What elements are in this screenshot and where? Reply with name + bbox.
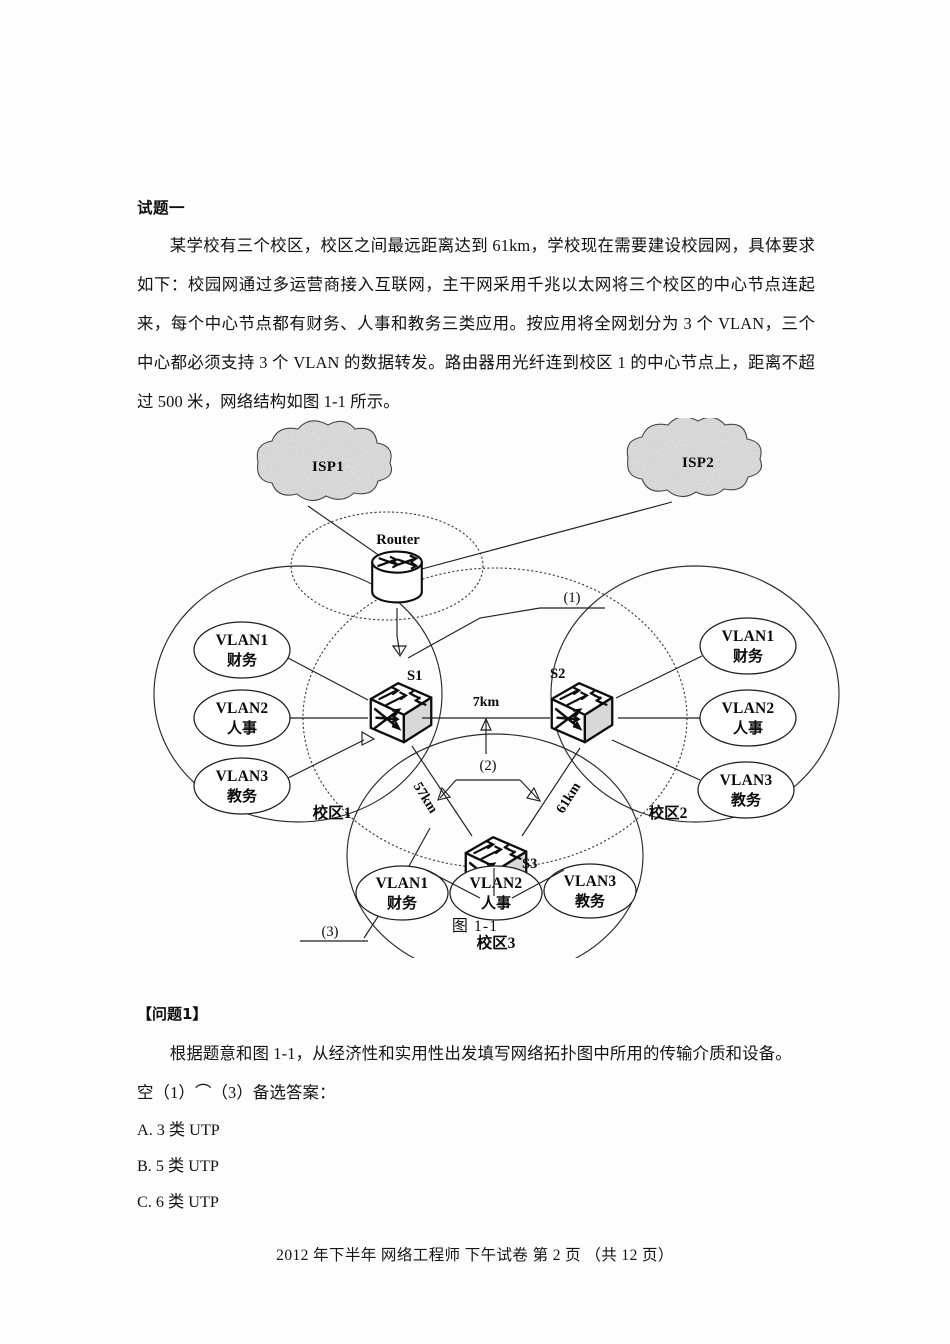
cloud-isp1 bbox=[256, 420, 393, 502]
cloud-isp2 bbox=[626, 418, 763, 498]
vlan-name: VLAN1 bbox=[376, 875, 429, 892]
campus-2-vlan-2: VLAN2 人事 bbox=[699, 689, 797, 747]
campus-3-vlan-2: VLAN2 人事 bbox=[449, 865, 543, 921]
vlan-dept: 财务 bbox=[387, 894, 418, 912]
vlan-dept: 教务 bbox=[730, 791, 762, 809]
router-label: Router bbox=[376, 532, 420, 548]
cloud-isp2-label: ISP2 bbox=[682, 455, 714, 471]
blank-1-label: (1) bbox=[564, 590, 581, 606]
campus-2-boundary bbox=[550, 565, 840, 823]
problem-1-block: 【问题1】 根据题意和图 1-1，从经济性和实用性出发填写网络拓扑图中所用的传输… bbox=[137, 1003, 815, 1220]
network-topology-figure: ISP1 ISP2 Router bbox=[150, 418, 840, 958]
switch-s1-icon bbox=[369, 681, 433, 744]
campus-2-label: 校区2 bbox=[649, 803, 688, 822]
blank-3-label: (3) bbox=[322, 924, 339, 940]
vlan-name: VLAN1 bbox=[722, 628, 775, 645]
vlan-name: VLAN2 bbox=[722, 700, 775, 717]
link-s2-s3 bbox=[521, 747, 581, 837]
question-body: 试题一 某学校有三个校区，校区之间最远距离达到 61km，学校现在需要建设校园网… bbox=[137, 196, 815, 421]
option-a: A. 3 类 UTP bbox=[137, 1121, 220, 1139]
vlan-name: VLAN1 bbox=[216, 632, 269, 649]
link-isp2-router bbox=[417, 501, 673, 571]
vlan-name: VLAN3 bbox=[720, 772, 773, 789]
campus-3-label: 校区3 bbox=[477, 933, 516, 952]
campus-3-vlan-3: VLAN3 教务 bbox=[543, 863, 637, 919]
page-title: 试题一 bbox=[137, 199, 186, 217]
vlan-name: VLAN3 bbox=[564, 873, 617, 890]
page-footer: 2012 年下半年 网络工程师 下午试卷 第 2 页 （共 12 页） bbox=[276, 1247, 674, 1264]
campus-3-vlan-links bbox=[425, 868, 565, 899]
vlan-name: VLAN2 bbox=[470, 875, 523, 892]
problem-1-prompt: 空（1）⌒（3）备选答案： bbox=[137, 1083, 336, 1102]
switch-s1-label: S1 bbox=[407, 668, 422, 684]
campus-2-vlan-1: VLAN1 财务 bbox=[699, 617, 797, 675]
campus-3-vlan-1: VLAN1 财务 bbox=[355, 865, 449, 921]
link-s2-s3-label: 61km bbox=[554, 780, 585, 817]
figure-caption: 图 1-1 bbox=[451, 918, 499, 935]
link-s1-s3-label: 57km bbox=[410, 780, 441, 817]
link-s1-s3 bbox=[411, 745, 473, 837]
problem-1-heading: 【问题1】 bbox=[137, 1005, 208, 1023]
router-icon bbox=[371, 550, 423, 604]
campus-1-vlan-3: VLAN3 教务 bbox=[193, 757, 291, 815]
blank-2-label: (2) bbox=[480, 758, 497, 774]
vlan-dept: 教务 bbox=[574, 892, 606, 910]
campus-2-vlan-links bbox=[611, 655, 703, 781]
cloud-isp1-label: ISP1 bbox=[312, 459, 344, 475]
campus-2-vlan-3: VLAN3 教务 bbox=[697, 761, 795, 819]
vlan-dept: 教务 bbox=[226, 787, 258, 805]
intro-paragraph: 某学校有三个校区，校区之间最远距离达到 61km，学校现在需要建设校园网，具体要… bbox=[137, 236, 815, 411]
vlan-dept: 人事 bbox=[733, 719, 763, 737]
vlan-dept: 财务 bbox=[733, 647, 764, 665]
router-zone-boundary bbox=[290, 511, 484, 621]
campus-1-boundary bbox=[153, 565, 443, 823]
vlan-name: VLAN3 bbox=[216, 768, 269, 785]
vlan-dept: 财务 bbox=[227, 651, 258, 669]
link-s1-s2-label: 7km bbox=[473, 695, 500, 710]
vlan-name: VLAN2 bbox=[216, 700, 269, 717]
campus-1-vlan-1: VLAN1 财务 bbox=[193, 621, 291, 679]
option-b: B. 5 类 UTP bbox=[137, 1157, 219, 1175]
campus-3-boundary bbox=[346, 733, 644, 958]
campus-1-vlan-links bbox=[287, 657, 376, 779]
switch-s3-label: S3 bbox=[522, 856, 537, 872]
switch-s2-icon bbox=[550, 681, 614, 744]
blank-1-leader bbox=[407, 607, 605, 659]
vlan-dept: 人事 bbox=[481, 894, 511, 912]
vlan-dept: 人事 bbox=[227, 719, 257, 737]
switch-s2-label: S2 bbox=[550, 666, 565, 682]
campus-1-vlan-2: VLAN2 人事 bbox=[193, 689, 291, 747]
option-c: C. 6 类 UTP bbox=[137, 1193, 219, 1211]
problem-1-body: 根据题意和图 1-1，从经济性和实用性出发填写网络拓扑图中所用的传输介质和设备。 bbox=[169, 1044, 792, 1063]
blank-2-leader bbox=[437, 717, 542, 802]
link-router-s1 bbox=[391, 608, 408, 658]
campus-1-label: 校区1 bbox=[313, 803, 352, 822]
